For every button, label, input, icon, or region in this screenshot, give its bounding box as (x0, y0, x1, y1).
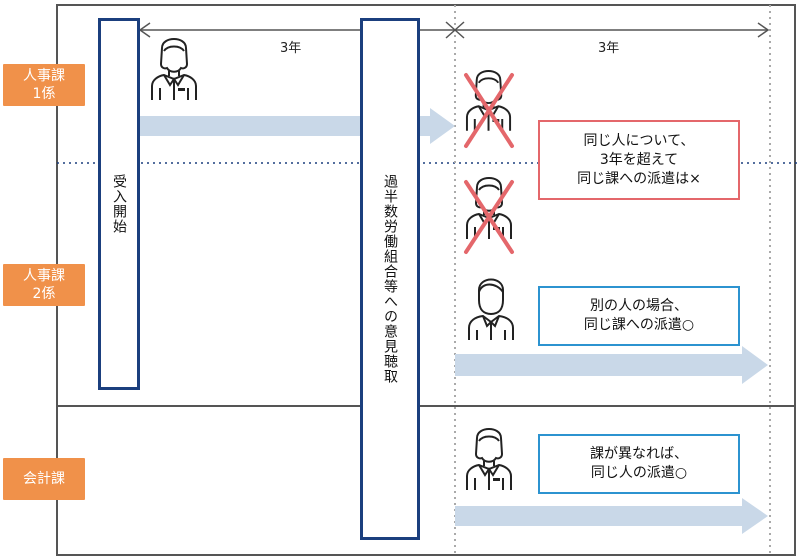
flow-arrow-accounting (455, 498, 768, 534)
dept-hr-2-name: 人事課 (23, 268, 65, 284)
female-worker-icon (151, 38, 197, 101)
period-arrow-second (420, 21, 770, 39)
cross-mark-icon (464, 180, 514, 254)
cross-mark-icon (464, 73, 514, 148)
female-worker-icon (465, 70, 512, 132)
note-line: 3年を超えて (599, 151, 679, 168)
note-line: 同じ人の派遣○ (590, 465, 688, 481)
dept-hr-section-1: 人事課 1係 (3, 64, 85, 106)
dept-hr-1-team: 1係 (32, 86, 56, 102)
note-line: 同じ課への派遣は× (577, 170, 701, 187)
dept-hr-2-team: 2係 (32, 286, 56, 302)
note-line: 課が異なれば、 (590, 446, 688, 462)
acceptance-start-label: 受入開始 (111, 174, 127, 234)
note-other-person-ok: 別の人の場合、 同じ課への派遣○ (538, 286, 740, 346)
note-line: 別の人の場合、 (590, 298, 688, 314)
female-worker-icon (466, 428, 512, 491)
flow-arrow-hr2 (455, 346, 768, 384)
dept-accounting-name: 会計課 (23, 471, 65, 487)
union-hearing-bar: 過半数労働組合等への意見聴取 (360, 18, 420, 540)
note-line: 同じ課への派遣○ (583, 317, 695, 333)
female-worker-icon (466, 177, 512, 240)
note-other-section-ok: 課が異なれば、 同じ人の派遣○ (538, 434, 740, 494)
period-label-second: 3年 (598, 41, 620, 56)
male-worker-icon (468, 278, 514, 341)
period-arrow-first (138, 22, 360, 38)
note-same-person-ng: 同じ人について、 3年を超えて 同じ課への派遣は× (538, 120, 740, 200)
acceptance-start-bar: 受入開始 (98, 18, 140, 390)
dept-accounting: 会計課 (3, 458, 85, 500)
period-label-first: 3年 (280, 41, 302, 56)
note-line: 同じ人について、 (583, 132, 695, 149)
union-hearing-label: 過半数労働組合等への意見聴取 (382, 174, 398, 384)
dept-hr-1-name: 人事課 (23, 68, 65, 84)
dept-hr-section-2: 人事課 2係 (3, 264, 85, 306)
